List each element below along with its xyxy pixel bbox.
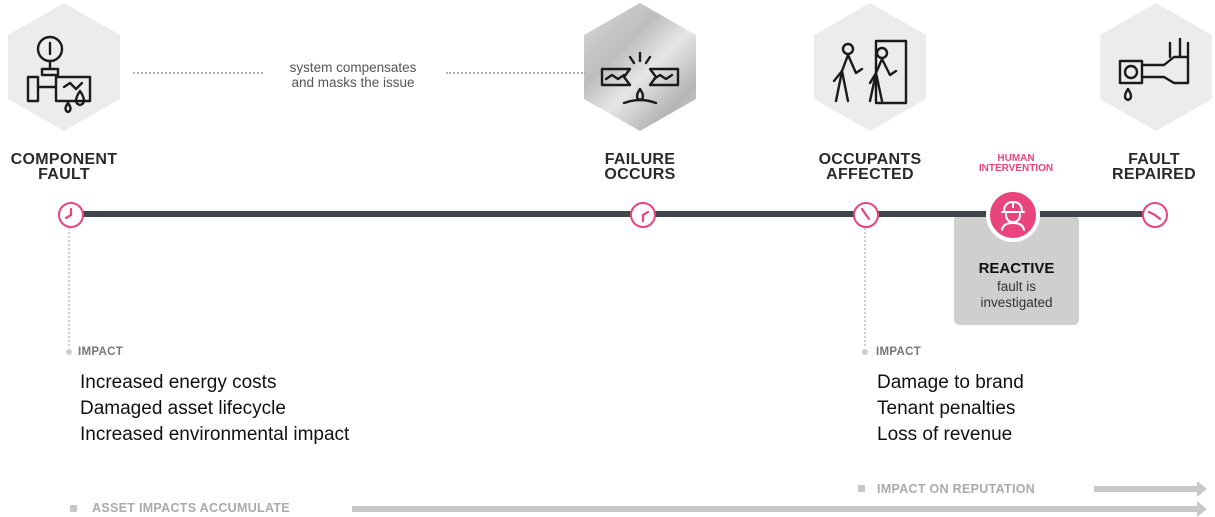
reputation-bar-marker — [858, 485, 865, 492]
compensation-dotted-line-right — [446, 72, 586, 74]
impact-bullet-asset — [66, 349, 72, 355]
hand-wrench-pipe-icon — [1118, 37, 1190, 102]
compensation-dotted-line-left — [133, 72, 263, 74]
clock-icon — [58, 202, 84, 228]
impact-item-asset: Increased energy costs — [80, 372, 277, 393]
compensation-note: system compensates and masks the issue — [289, 60, 417, 90]
broken-pipe-icon — [600, 51, 680, 105]
impact-item-asset: Increased environmental impact — [80, 424, 350, 445]
impact-drop-line-asset — [68, 228, 70, 346]
impact-label-asset: IMPACT — [78, 346, 124, 358]
failure-occurs-hexagon — [584, 3, 696, 131]
impact-item-reputation: Damage to brand — [877, 372, 1024, 393]
stage-label-human-intervention: HUMAN INTERVENTION — [978, 153, 1054, 174]
clock-icon — [1142, 202, 1168, 228]
component-fault-hexagon — [8, 3, 120, 131]
impact-item-reputation: Loss of revenue — [877, 424, 1013, 445]
valve-gauge-leak-icon — [26, 35, 92, 114]
asset-bar-arrowhead — [1197, 501, 1207, 517]
asset-accumulate-bar — [352, 506, 1197, 512]
reputation-bar-label: IMPACT ON REPUTATION — [877, 482, 1036, 496]
stage-label-occupants-affected: OCCUPANTS AFFECTED — [818, 151, 922, 183]
stage-label-failure-occurs: FAILURE OCCURS — [604, 151, 676, 183]
asset-bar-marker — [70, 505, 77, 512]
impact-item-asset: Damaged asset lifecycle — [80, 398, 286, 419]
occupants-affected-hexagon — [814, 3, 926, 131]
fault-repaired-hexagon — [1100, 3, 1212, 131]
people-leaving-icon — [832, 39, 908, 105]
timeline-bar — [70, 211, 1162, 217]
impact-item-reputation: Tenant penalties — [877, 398, 1016, 419]
asset-bar-label: ASSET IMPACTS ACCUMULATE — [92, 501, 290, 515]
impact-bullet-reputation — [862, 349, 868, 355]
reactive-title: REACTIVE — [978, 260, 1055, 277]
reputation-bar-arrowhead — [1197, 481, 1207, 497]
stage-label-component-fault: COMPONENT FAULT — [10, 151, 118, 183]
reputation-bar — [1094, 486, 1197, 492]
clock-icon — [853, 202, 879, 228]
clock-icon — [630, 202, 656, 228]
reactive-description: fault is investigated — [980, 279, 1053, 310]
stage-label-fault-repaired: FAULT REPAIRED — [1112, 151, 1196, 183]
hard-hat-worker-icon — [986, 188, 1040, 242]
impact-drop-line-reputation — [864, 228, 866, 346]
impact-label-reputation: IMPACT — [876, 346, 922, 358]
